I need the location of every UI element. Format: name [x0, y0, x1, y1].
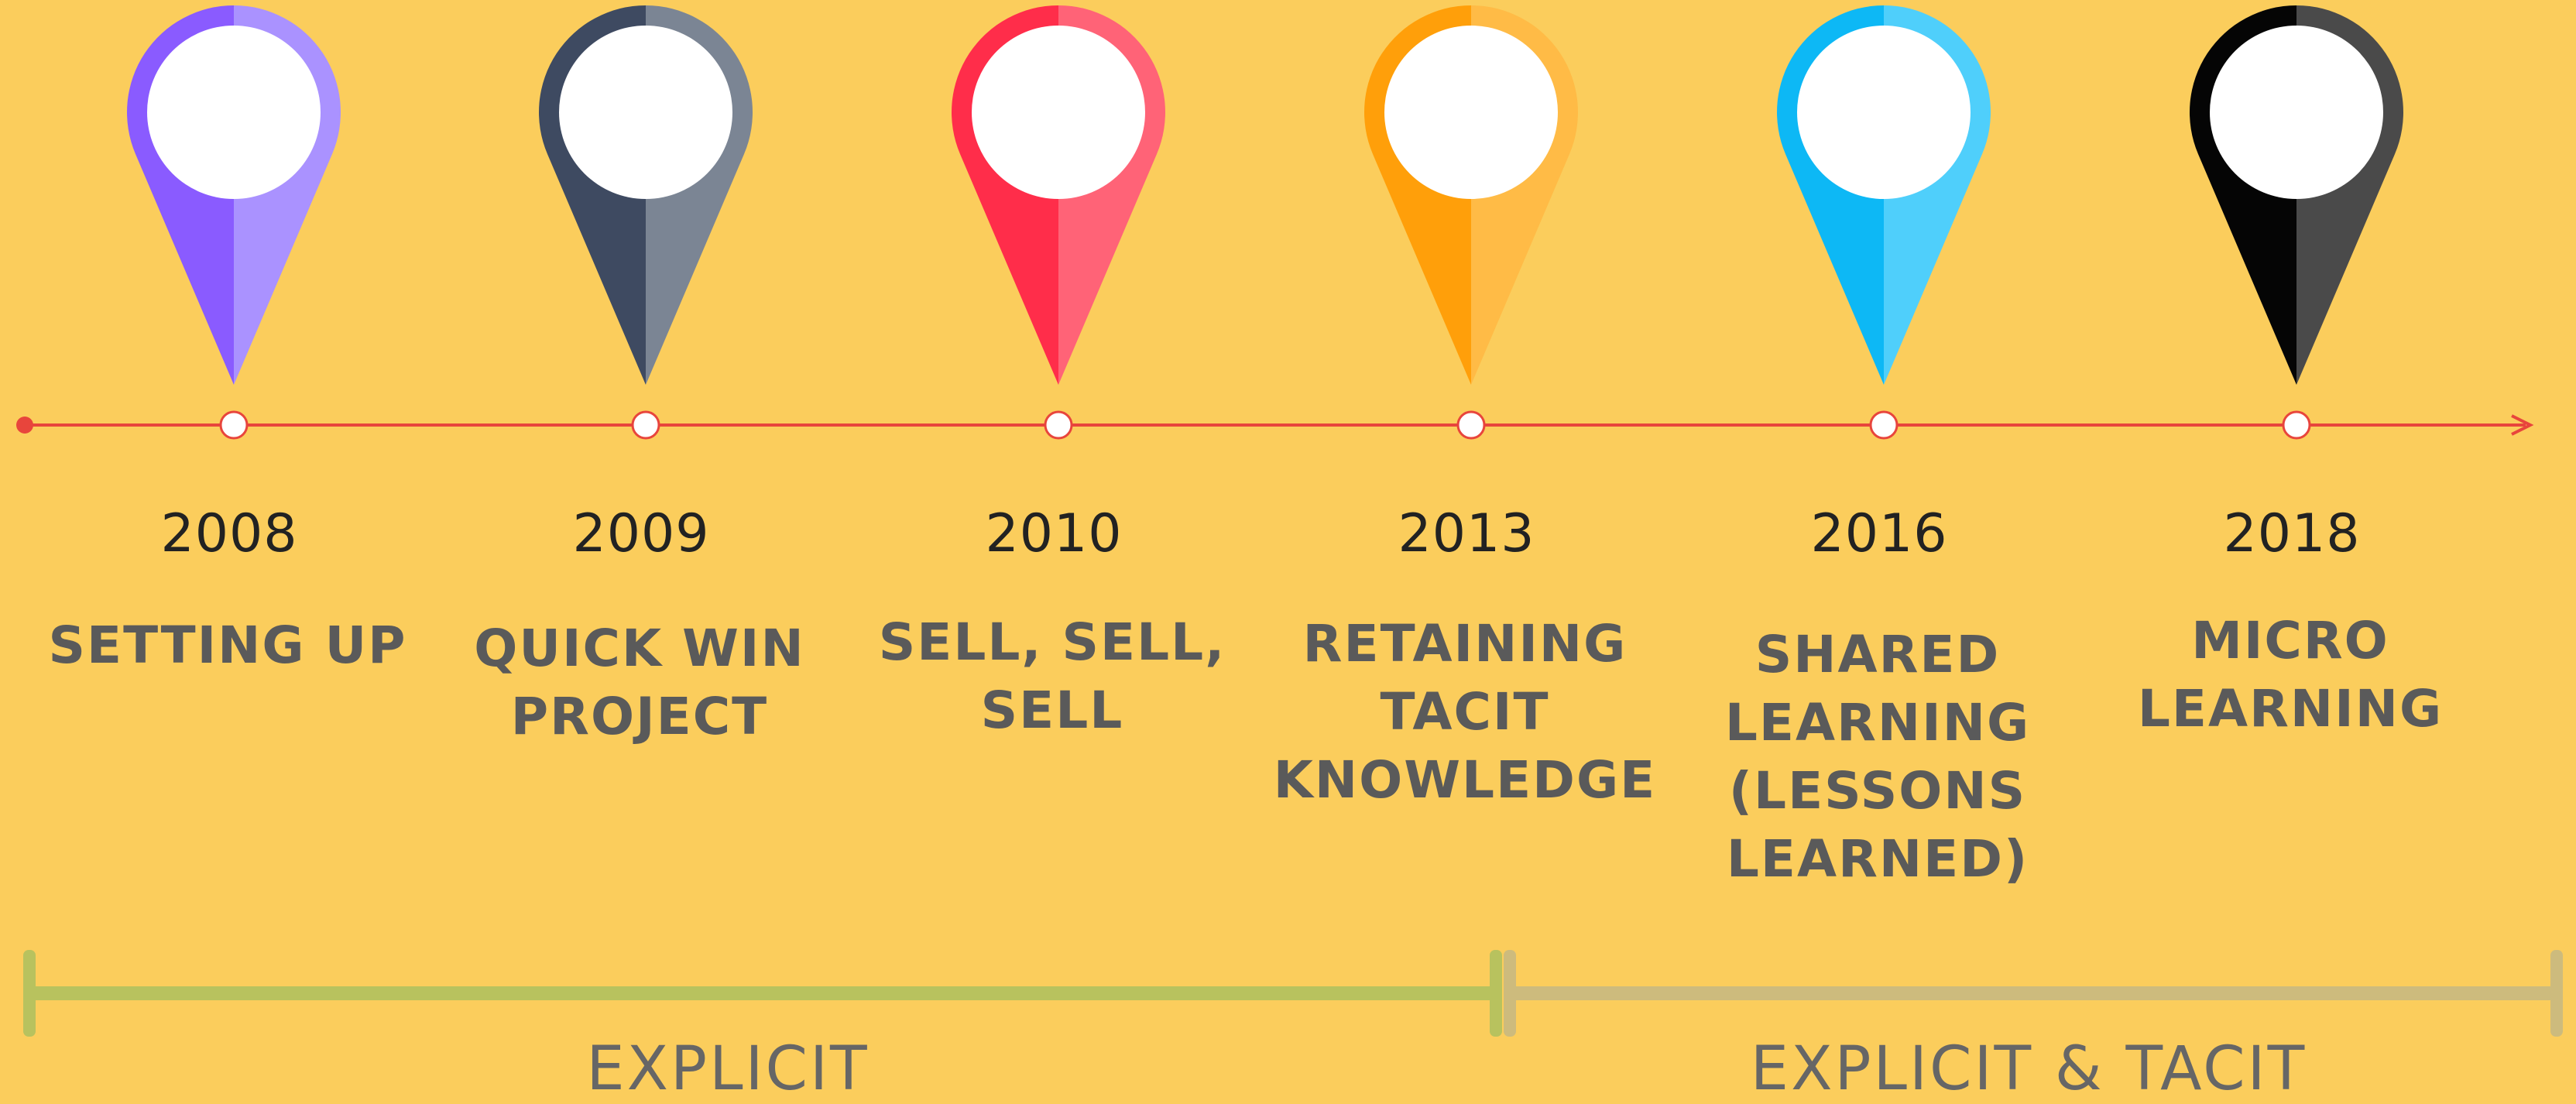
milestone-title: SETTING UP	[48, 615, 407, 675]
year-label: 2010	[985, 503, 1123, 564]
map-pin-slate-icon	[539, 5, 753, 385]
map-pin-red-icon	[952, 5, 1166, 385]
timeline-node	[1456, 410, 1486, 440]
timeline-axis	[16, 410, 2534, 440]
map-pin-purple-icon	[126, 5, 341, 385]
timeline-node	[219, 410, 249, 440]
explicit-tacit-phase-bracket	[1504, 950, 2563, 1037]
map-pin-orange-icon	[1364, 5, 1578, 385]
phase-label-explicit: EXPLICIT	[586, 1034, 870, 1104]
timeline-node	[2282, 410, 2311, 440]
axis-arrowhead	[2511, 414, 2534, 436]
pins-layer	[126, 5, 2403, 385]
year-label: 2018	[2223, 503, 2361, 564]
axis-start-dot	[16, 417, 33, 434]
milestone-title: QUICK WIN PROJECT	[474, 619, 805, 746]
phase-brackets	[23, 950, 2563, 1037]
milestone-title: MICRO LEARNING	[2137, 611, 2444, 739]
year-label: 2009	[572, 503, 710, 564]
timeline-node	[1869, 410, 1899, 440]
timeline-node	[1044, 410, 1073, 440]
milestone-title: SHARED LEARNING (LESSONS LEARNED)	[1724, 625, 2031, 889]
year-label: 2016	[1810, 503, 1948, 564]
milestone-title: SELL, SELL, SELL	[878, 612, 1226, 740]
year-label: 2013	[1398, 503, 1535, 564]
timeline-node	[631, 410, 660, 440]
map-pin-blue-icon	[1777, 5, 1991, 385]
explicit-phase-bracket	[23, 950, 1502, 1037]
phase-label-explicit-and-tacit: EXPLICIT & TACIT	[1750, 1034, 2307, 1104]
milestone-title: RETAINING TACIT KNOWLEDGE	[1273, 614, 1657, 810]
year-label: 2008	[160, 503, 298, 564]
map-pin-black-icon	[2189, 5, 2403, 385]
